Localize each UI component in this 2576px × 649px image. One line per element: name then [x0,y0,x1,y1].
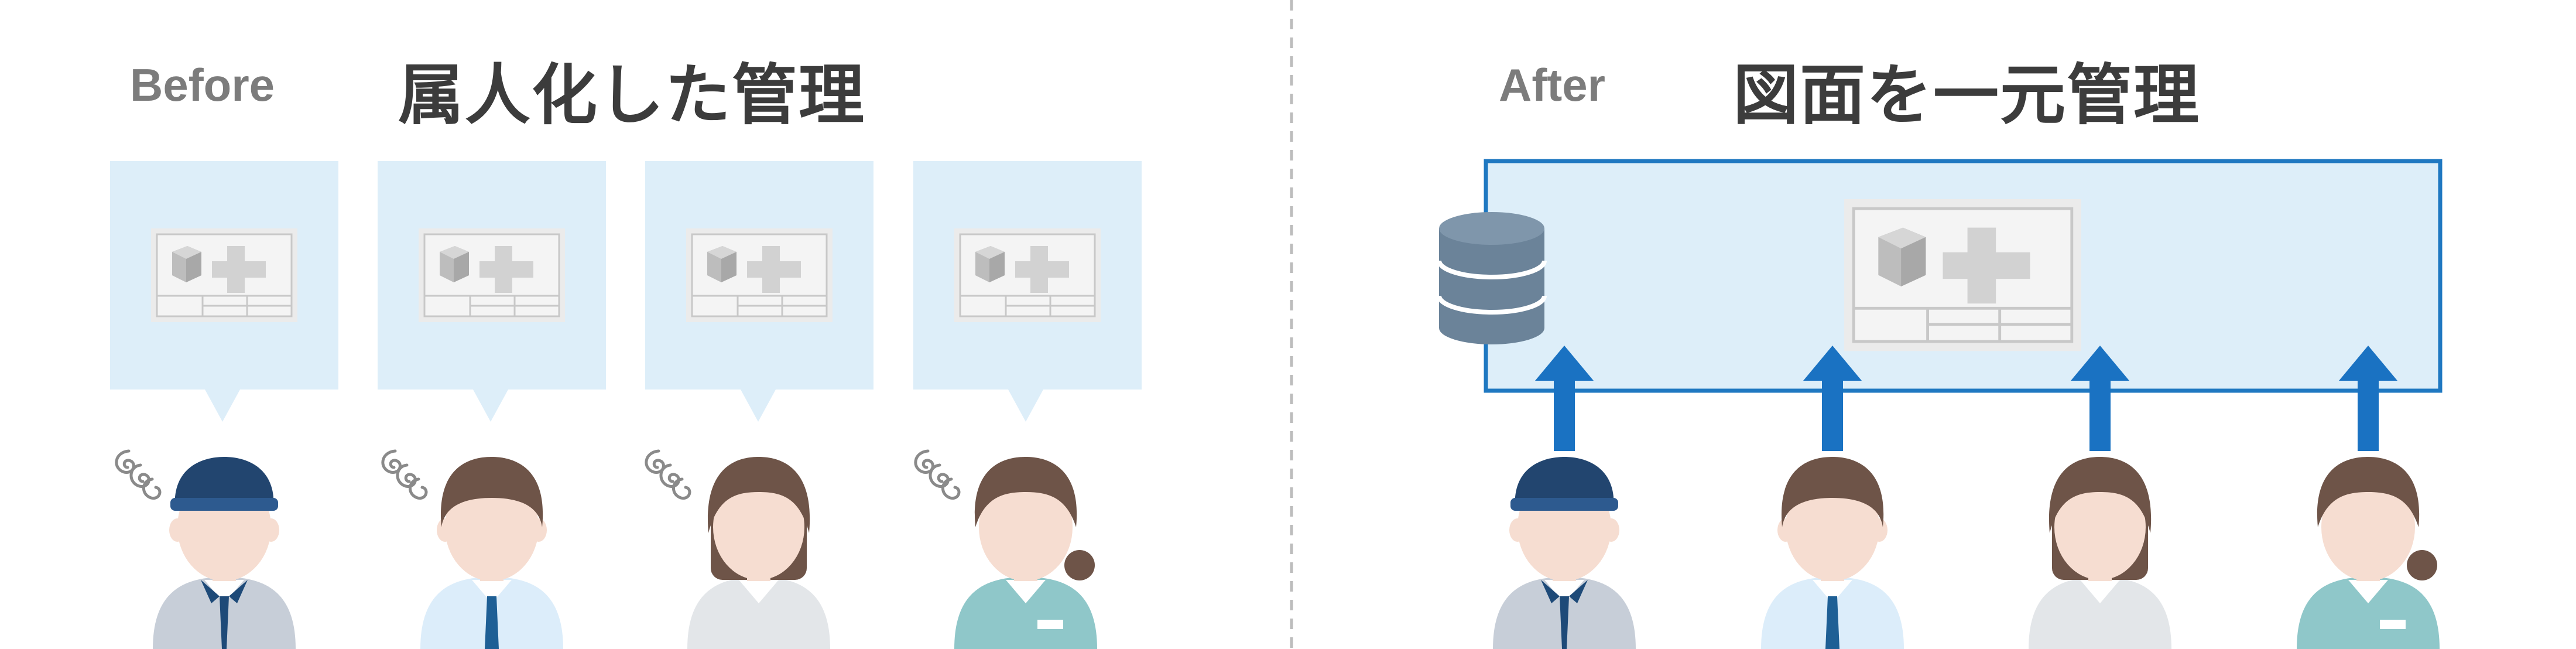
confused-spiral-icon [383,451,426,498]
drawing-sheet-icon [417,227,566,323]
drawing-sheet-icon [685,227,834,323]
speech-bubble-4 [913,161,1142,422]
before-title: 属人化した管理 [398,57,865,134]
confused-spiral-icon [916,451,959,498]
confused-spiral-icon [117,451,160,498]
person-avatar-icon [2029,457,2171,649]
drawing-sheet-icon [1844,199,2081,351]
drawing-sheet-icon [953,227,1102,323]
person-avatar-icon [954,457,1097,649]
speech-bubble-3 [645,161,873,422]
after-title: 図面を一元管理 [1733,57,2200,134]
confused-spiral-icon [646,451,690,498]
person-avatar-icon [2297,457,2440,649]
central-repository-panel [1484,159,2443,393]
drawing-sheet-icon [150,227,299,323]
before-label: Before [130,59,275,111]
database-icon [1437,212,1547,344]
person-avatar-icon [1493,457,1636,649]
after-label: After [1499,59,1606,111]
speech-bubble-2 [378,161,606,422]
person-avatar-icon [420,457,563,649]
person-avatar-icon [687,457,830,649]
person-avatar-icon [1761,457,1904,649]
person-avatar-icon [153,457,296,649]
speech-bubble-1 [110,161,338,422]
